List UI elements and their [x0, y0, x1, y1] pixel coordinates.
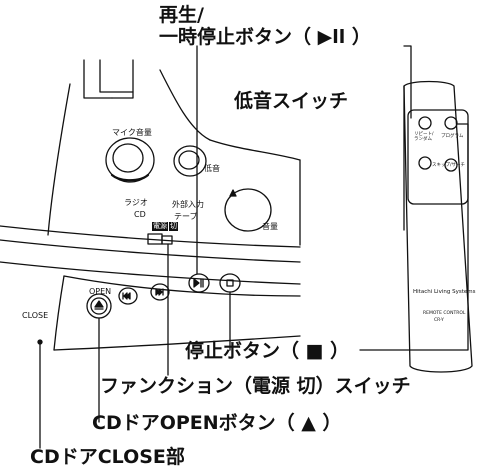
- leader-remote-stop: [359, 123, 469, 351]
- stop-icon: [226, 279, 234, 287]
- unit-handle-inner: [99, 59, 134, 93]
- eject-icon: [94, 300, 104, 310]
- unit-lower-edge: [0, 261, 301, 285]
- power-off-badges: 電源切: [152, 222, 179, 231]
- unit-top-curve: [159, 69, 211, 141]
- bass-switch-outer[interactable]: [173, 145, 207, 177]
- mic-volume-knob-inner: [112, 143, 144, 173]
- callout-cd-close-part: CDドアCLOSE部: [30, 446, 185, 468]
- play-pause-button[interactable]: [188, 273, 210, 293]
- function-switch-slot: [161, 235, 173, 245]
- remote-model-label: REMOTE CONTROL: [423, 311, 466, 316]
- close-point-marker: [37, 339, 43, 345]
- unit-panel-seam-2: [0, 239, 301, 263]
- prev-button[interactable]: [118, 287, 138, 305]
- mic-volume-knob-outer[interactable]: [105, 137, 155, 183]
- unit-lower-left-edge: [53, 275, 65, 351]
- unit-body-left-edge: [47, 83, 71, 236]
- remote-next-button[interactable]: [444, 158, 458, 172]
- power-badge: 電源: [152, 222, 168, 231]
- mic-volume-arc: [110, 173, 150, 182]
- remote-prev-button[interactable]: [418, 156, 432, 170]
- next-icon: [155, 288, 164, 296]
- volume-label: 音量: [262, 222, 278, 231]
- remote-body: [403, 80, 473, 373]
- unit-top-edge: [209, 139, 301, 161]
- remote-model: CR-Y: [434, 318, 444, 323]
- play-pause-icon: [193, 278, 204, 288]
- bass-switch-inner: [178, 150, 200, 170]
- stop-button[interactable]: [219, 273, 241, 293]
- source-external-input-label: 外部入力: [172, 200, 204, 209]
- off-badge: 切: [169, 222, 178, 231]
- unit-handle-right: [111, 59, 134, 99]
- callout-play-pause-line2: 一時停止ボタン（ ▶ll ）: [159, 26, 371, 48]
- callout-function-switch: ファンクション（電源 切）スイッチ: [100, 375, 411, 397]
- remote-repeat-button[interactable]: [418, 116, 432, 130]
- unit-front-bottom: [53, 335, 301, 351]
- remote-repeat-random-label: リピート/ ランダム: [414, 132, 434, 142]
- source-cd-label: CD: [134, 210, 146, 219]
- remote-program-label: プログラム: [441, 134, 464, 139]
- open-label: OPEN: [89, 287, 112, 296]
- source-tape-label: テープ: [174, 212, 198, 221]
- open-button-inner: [90, 297, 108, 315]
- callout-stop-button: 停止ボタン（ ■ ）: [185, 340, 350, 362]
- callout-bass-switch: 低音スイッチ: [234, 90, 349, 112]
- unit-front-top: [63, 275, 301, 297]
- volume-arrow-icon: [229, 189, 237, 197]
- mic-volume-label: マイク音量: [112, 128, 152, 137]
- callout-play-pause-line1: 再生/: [159, 4, 204, 26]
- remote-stop-button[interactable]: [444, 116, 458, 130]
- callout-cd-open-button: CDドアOPENボタン（ ▲ ）: [92, 412, 342, 434]
- unit-panel-seam: [0, 225, 301, 248]
- unit-handle-left: [83, 59, 113, 99]
- source-radio-label: ラジオ: [124, 198, 148, 207]
- volume-dial[interactable]: [224, 188, 272, 232]
- leader-remote-play: [403, 45, 412, 119]
- close-label: CLOSE: [22, 311, 49, 320]
- remote-brand: Hitachi Living Systems: [413, 289, 476, 295]
- bass-label: 低音: [204, 164, 220, 173]
- next-button[interactable]: [150, 283, 170, 301]
- prev-icon: [122, 292, 131, 300]
- remote-skip-search-label: スキップ/サーチ: [432, 163, 466, 168]
